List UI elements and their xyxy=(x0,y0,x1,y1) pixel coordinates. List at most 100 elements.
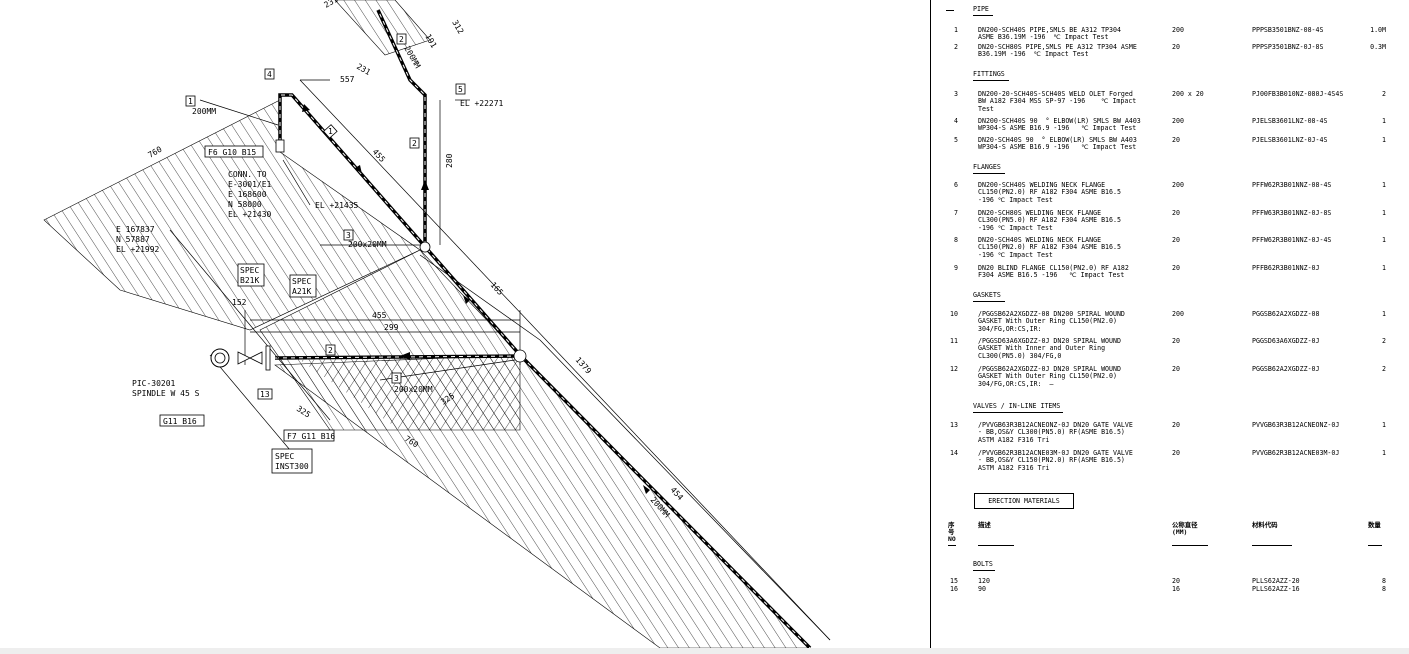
hatch-plane-bottom xyxy=(274,354,811,649)
size-label-b: 200x20MM xyxy=(394,385,433,394)
item-size: 16 xyxy=(1172,585,1180,593)
item-tag-13: 13 xyxy=(260,390,270,399)
spec-box-g11: G11 B16 xyxy=(163,417,197,426)
hatch-plane-top xyxy=(334,0,431,56)
pipe-main xyxy=(274,9,812,650)
section-pipe: PIPE xyxy=(973,5,989,13)
header-qty: 数量 xyxy=(1368,521,1381,529)
spec-inst-line1: SPEC xyxy=(275,452,294,461)
section-fittings: FITTINGS xyxy=(973,70,1005,78)
conn-line-2: E-3001/E1 xyxy=(228,180,272,189)
dim-1379: 1379 xyxy=(574,355,594,375)
item-tag-1b: 1 xyxy=(328,127,333,136)
item-size: 200 x 20 xyxy=(1172,90,1204,98)
item-qty: 0.3M xyxy=(1370,43,1386,51)
erection-materials-box: ERECTION MATERIALS xyxy=(974,493,1074,509)
item-qty: 1 xyxy=(1382,264,1386,272)
header-code: 材料代码 xyxy=(1252,521,1278,529)
header-underline xyxy=(1368,545,1382,546)
dim-152: 152 xyxy=(232,298,247,307)
item-code: PVVGB62R3B12ACNE03M-0J xyxy=(1252,449,1340,457)
item-tag-4: 4 xyxy=(267,70,272,79)
item-qty: 1 xyxy=(1382,236,1386,244)
section-underline xyxy=(973,412,1063,413)
flow-arrows xyxy=(302,104,650,494)
item-desc: DN20 BLIND FLANGE CL150(PN2.0) RF A182 F… xyxy=(978,264,1129,280)
item-tag-2a: 2 xyxy=(399,35,404,44)
item-size: 20 xyxy=(1172,209,1180,217)
conn-line-5: EL +21430 xyxy=(228,210,272,219)
item-no: 4 xyxy=(954,117,958,125)
item-size: 20 xyxy=(1172,449,1180,457)
spec-b21k-line1: SPEC xyxy=(240,266,259,275)
item-no: 9 xyxy=(954,264,958,272)
item-no: 13 xyxy=(950,421,958,429)
item-code: PGGSB62A2XGDZZ-08 xyxy=(1252,310,1320,318)
dim-280: 280 xyxy=(445,153,454,168)
item-qty: 1.0M xyxy=(1370,26,1386,34)
header-size: 公称直径 (MM) xyxy=(1172,521,1198,536)
item-no: 7 xyxy=(954,209,958,217)
item-code: PJ00FB3B010NZ-080J-4S4S xyxy=(1252,90,1344,98)
header-desc: 描述 xyxy=(978,521,991,529)
item-qty: 1 xyxy=(1382,209,1386,217)
section-underline xyxy=(973,570,995,571)
el-22271: EL +22271 xyxy=(460,99,504,108)
item-desc: DN200-20-SCH40S-SCH40S WELD OLET Forged … xyxy=(978,90,1137,113)
item-desc: /PVVGB63R3B12ACNEONZ-0J DN20 GATE VALVE … xyxy=(978,421,1133,444)
item-qty: 1 xyxy=(1382,136,1386,144)
item-code: PGGSB62A2XGDZZ-0J xyxy=(1252,365,1320,373)
conn-line-1: CONN. TO xyxy=(228,170,267,179)
item-no: 3 xyxy=(954,90,958,98)
item-code: PFFW62R3B01NNZ-08-4S xyxy=(1252,181,1332,189)
item-size: 200 xyxy=(1172,117,1184,125)
item-qty: 2 xyxy=(1382,337,1386,345)
item-code: PFFB62R3B01NNZ-0J xyxy=(1252,264,1320,272)
item-qty: 1 xyxy=(1382,310,1386,318)
item-desc: /PGGSB62A2XGDZZ-0J DN20 SPIRAL WOUND GAS… xyxy=(978,365,1121,388)
item-code: PFFW62R3B01NNZ-0J-4S xyxy=(1252,236,1332,244)
item-no: 14 xyxy=(950,449,958,457)
item-desc: DN20-SCH40S 90 ° ELBOW(LR) SMLS BW A403 … xyxy=(978,136,1137,152)
spec-a21k-line1: SPEC xyxy=(292,277,311,286)
item-tag-2c: 2 xyxy=(328,346,333,355)
item-no: 12 xyxy=(950,365,958,373)
item-qty: 1 xyxy=(1382,117,1386,125)
item-no: 2 xyxy=(954,43,958,51)
item-size: 200 xyxy=(1172,310,1184,318)
dim-325-a: 325 xyxy=(295,404,312,420)
dimension-lines xyxy=(169,79,831,641)
item-code: PLLS62AZZ-16 xyxy=(1252,585,1300,593)
header-underline xyxy=(948,545,956,546)
item-desc: 90 xyxy=(978,585,986,593)
item-no: 8 xyxy=(954,236,958,244)
section-underline xyxy=(973,173,1005,174)
fittings xyxy=(210,139,527,371)
item-size: 200 xyxy=(1172,26,1184,34)
item-tag-1: 1 xyxy=(188,97,193,106)
item-desc: DN200-SCH40S PIPE,SMLS BE A312 TP304 ASM… xyxy=(978,26,1121,42)
item-code: PJELSB3601LNZ-08-4S xyxy=(1252,117,1328,125)
item-qty: 1 xyxy=(1382,181,1386,189)
dim-557: 557 xyxy=(340,75,355,84)
item-desc: /PGGSB62A2XGDZZ-08 DN200 SPIRAL WOUND GA… xyxy=(978,310,1125,333)
item-size: 20 xyxy=(1172,365,1180,373)
item-size: 200 xyxy=(1172,181,1184,189)
header-underline xyxy=(1252,545,1292,546)
coord-el: EL +21992 xyxy=(116,245,160,254)
item-qty: 2 xyxy=(1382,365,1386,373)
item-qty: 1 xyxy=(1382,421,1386,429)
dim-760-left: 760 xyxy=(147,145,164,160)
dim-455-diag: 455 xyxy=(371,147,387,164)
item-no: 6 xyxy=(954,181,958,189)
size-label-a: 200x20MM xyxy=(348,240,387,249)
item-size: 20 xyxy=(1172,577,1180,585)
item-desc: 120 xyxy=(978,577,990,585)
coord-n: N 57887 xyxy=(116,235,150,244)
item-qty: 2 xyxy=(1382,90,1386,98)
item-code: PFFW63R3B01NNZ-0J-8S xyxy=(1252,209,1332,217)
section-bolts: BOLTS xyxy=(973,560,993,568)
item-code: PGGSD63A6XGDZZ-0J xyxy=(1252,337,1320,345)
item-desc: DN20-SCH40S WELDING NECK FLANGE CL150(PN… xyxy=(978,236,1121,259)
item-code: PPPSP3501BNZ-0J-8S xyxy=(1252,43,1324,51)
